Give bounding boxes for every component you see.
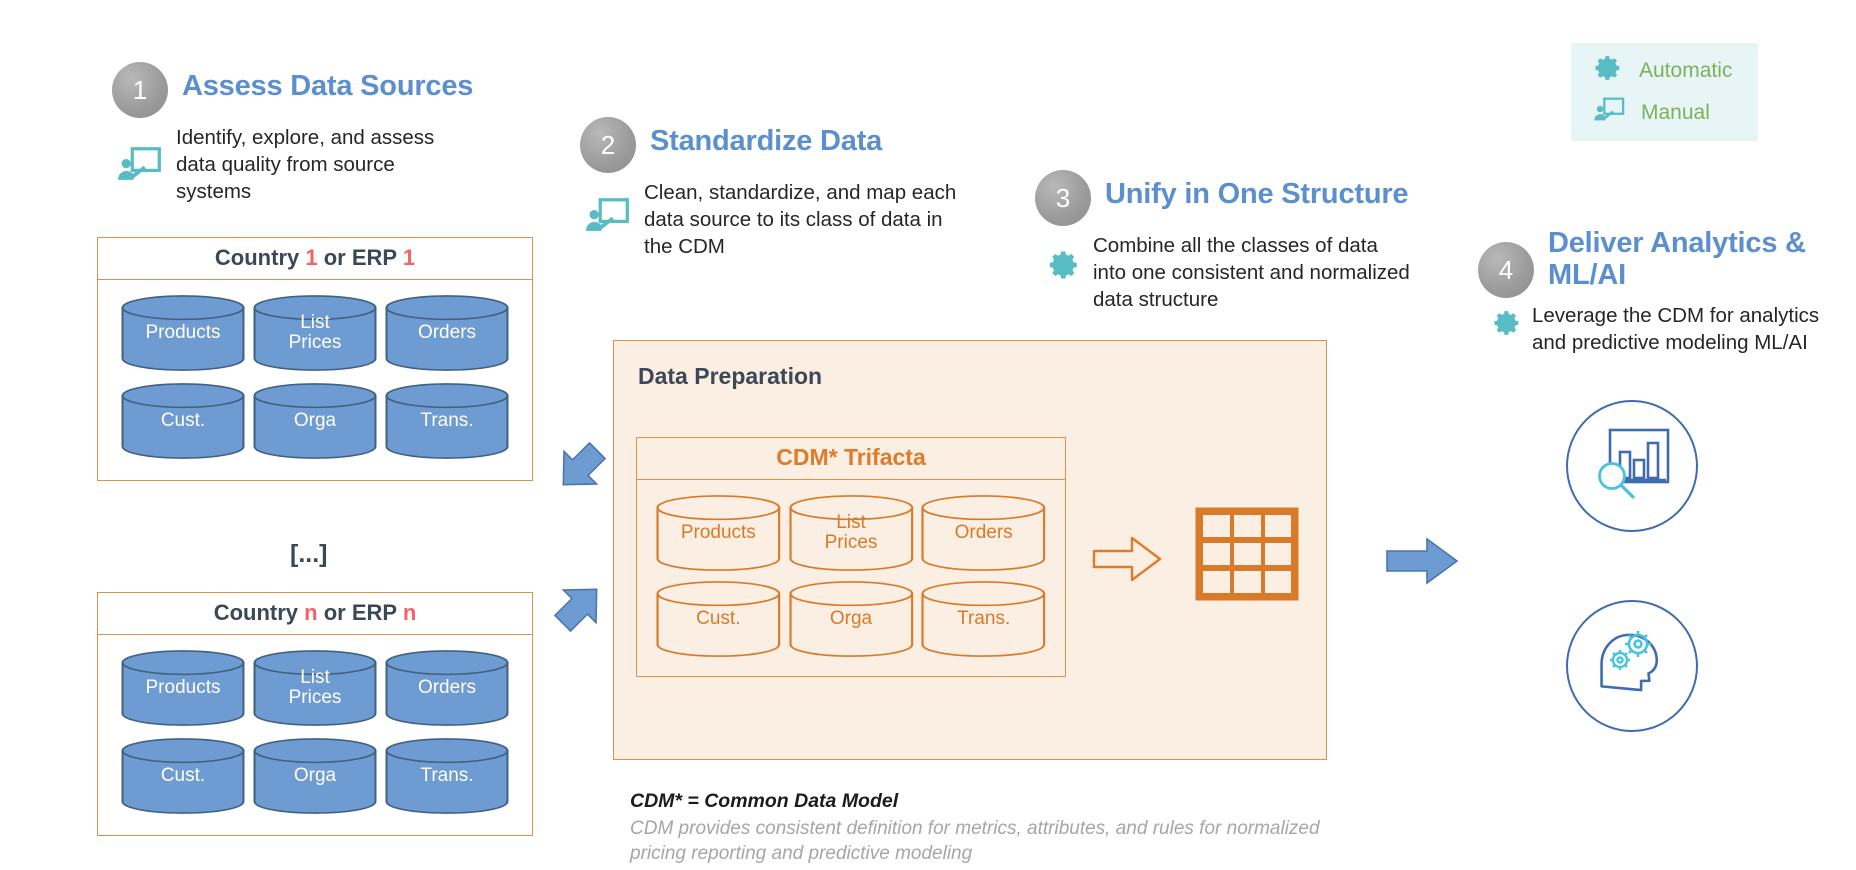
step-1-title: Assess Data Sources <box>182 70 474 102</box>
cylinder-orders: Orders <box>384 294 510 372</box>
legend-panel: Automatic Manual <box>1571 43 1759 141</box>
cdm-title: CDM* Trifacta <box>637 438 1065 480</box>
step-2-title: Standardize Data <box>650 125 883 157</box>
cylinder-label: List Prices <box>824 512 878 553</box>
gear-icon <box>1492 308 1522 343</box>
legend-row-manual: Manual <box>1593 96 1732 129</box>
step-3: 3 Unify in One Structure Combine all the… <box>1035 170 1465 313</box>
footnote-body: CDM provides consistent definition for m… <box>630 818 1320 865</box>
cylinder-products: Products <box>655 494 782 572</box>
cylinder-label: Trans. <box>957 608 1011 630</box>
cylinder-orders: Orders <box>384 649 510 727</box>
step-3-description: Combine all the classes of data into one… <box>1093 234 1410 312</box>
arrow-up-right-icon <box>548 572 610 647</box>
cylinder-orga: Orga <box>252 382 378 460</box>
cylinder-label: Orga <box>293 765 337 787</box>
cylinder-label: Orga <box>293 410 337 432</box>
source-box-1: Country 1 or ERP 1 Products List Prices … <box>97 237 533 481</box>
step-1: 1 Assess Data Sources Identify, explore,… <box>112 62 532 205</box>
cylinder-orga: Orga <box>788 580 915 658</box>
source-2-prefix: Country <box>213 600 305 625</box>
cylinder-cust: Cust. <box>120 737 246 815</box>
source-1-index2: 1 <box>402 245 416 270</box>
analytics-chart-icon <box>1590 424 1674 509</box>
step-4-number: 4 <box>1478 242 1534 298</box>
cylinder-label: Trans. <box>420 765 474 787</box>
cylinder-label: Orders <box>417 322 477 344</box>
legend-label-manual: Manual <box>1641 100 1710 124</box>
cylinder-orders: Orders <box>920 494 1047 572</box>
gear-icon <box>1047 248 1081 287</box>
data-preparation-title: Data Preparation <box>638 363 823 389</box>
source-1-middle: or ERP <box>317 245 403 270</box>
cylinder-list-prices: List Prices <box>788 494 915 572</box>
footnote: CDM* = Common Data Model CDM provides co… <box>630 790 1330 867</box>
step-1-description: Identify, explore, and assess data quali… <box>176 126 435 204</box>
cylinder-label: Cust. <box>696 608 741 630</box>
step-4-description: Leverage the CDM for analytics and predi… <box>1532 304 1820 355</box>
step-4-title: Deliver Analytics & ML/AI <box>1548 227 1806 291</box>
cylinder-label: Orders <box>954 522 1013 544</box>
step-2: 2 Standardize Data Clean, standardize, a… <box>580 117 1000 260</box>
cdm-box: CDM* Trifacta Products List Prices Order… <box>636 437 1066 677</box>
cylinder-trans: Trans. <box>384 737 510 815</box>
cylinder-label: Cust. <box>160 410 206 432</box>
step-3-title: Unify in One Structure <box>1105 178 1409 210</box>
table-grid-icon <box>1194 506 1300 607</box>
step-1-number: 1 <box>112 62 168 118</box>
presentation-person-icon <box>116 146 162 189</box>
source-2-index2: n <box>402 600 417 625</box>
source-2-index: n <box>304 600 318 625</box>
step-2-number: 2 <box>580 117 636 173</box>
step-3-number: 3 <box>1035 170 1091 226</box>
cylinder-label: Cust. <box>160 765 206 787</box>
cylinder-trans: Trans. <box>384 382 510 460</box>
source-box-2: Country n or ERP n Products List Prices … <box>97 592 533 836</box>
cylinder-list-prices: List Prices <box>252 294 378 372</box>
arrow-right-icon <box>1385 535 1459 592</box>
gear-icon <box>1593 53 1623 88</box>
cylinder-label: Products <box>145 322 221 344</box>
step-4: 4 Deliver Analytics & ML/AI Leverage the… <box>1478 227 1856 356</box>
cylinder-products: Products <box>120 294 246 372</box>
legend-row-automatic: Automatic <box>1593 53 1732 88</box>
step-2-description: Clean, standardize, and map each data so… <box>644 181 957 259</box>
source-2-middle: or ERP <box>317 600 403 625</box>
presentation-person-icon <box>1593 96 1625 129</box>
arrow-down-right-icon <box>550 432 612 507</box>
source-1-index: 1 <box>305 245 318 270</box>
cdm-cylinders: Products List Prices Orders Cust. Orga T… <box>637 480 1065 676</box>
hollow-right-arrow-icon <box>1092 533 1164 590</box>
cylinder-label: Orders <box>417 677 477 699</box>
cylinder-orga: Orga <box>252 737 378 815</box>
cylinder-label: Products <box>145 677 221 699</box>
cylinder-list-prices: List Prices <box>252 649 378 727</box>
source-box-1-cylinders: Products List Prices Orders Cust. Orga T… <box>98 280 532 480</box>
cylinder-label: List Prices <box>288 667 342 708</box>
ml-ai-output-circle <box>1566 600 1698 732</box>
cylinder-label: Orga <box>829 608 873 630</box>
ml-ai-head-icon <box>1591 624 1673 709</box>
source-box-1-title: Country 1 or ERP 1 <box>98 238 532 280</box>
source-box-2-cylinders: Products List Prices Orders Cust. Orga T… <box>98 635 532 835</box>
legend-label-automatic: Automatic <box>1639 58 1733 82</box>
cylinder-products: Products <box>120 649 246 727</box>
data-preparation-panel: Data Preparation CDM* Trifacta Products … <box>613 340 1327 760</box>
cylinder-label: Products <box>680 522 756 544</box>
cylinder-cust: Cust. <box>655 580 782 658</box>
ellipsis-separator: [...] <box>290 540 328 568</box>
cylinder-cust: Cust. <box>120 382 246 460</box>
cylinder-trans: Trans. <box>920 580 1047 658</box>
analytics-output-circle <box>1566 400 1698 532</box>
cylinder-label: List Prices <box>288 312 342 353</box>
presentation-person-icon <box>584 197 630 240</box>
source-box-2-title: Country n or ERP n <box>98 593 532 635</box>
footnote-title: CDM* = Common Data Model <box>630 790 899 812</box>
cylinder-label: Trans. <box>420 410 474 432</box>
source-1-prefix: Country <box>214 245 306 270</box>
